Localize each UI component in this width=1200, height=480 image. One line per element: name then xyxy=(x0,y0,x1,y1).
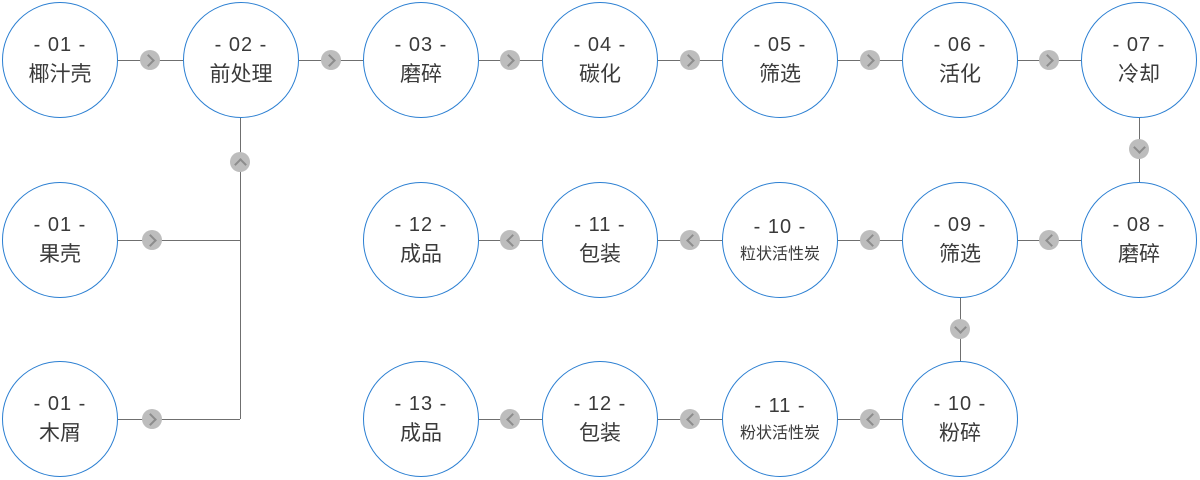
chevron-right-icon xyxy=(322,53,336,67)
node-label: 成品 xyxy=(400,242,442,266)
chevron-right-icon xyxy=(681,53,695,67)
chevron-left-icon xyxy=(505,233,519,247)
node-number: - 06 - xyxy=(933,33,987,56)
arrow-badge xyxy=(680,409,700,429)
arrow-badge xyxy=(1039,230,1059,250)
chevron-left-icon xyxy=(685,233,699,247)
arrow-badge xyxy=(950,319,970,339)
node-label: 碳化 xyxy=(579,62,621,86)
node-number: - 11 - xyxy=(574,213,626,236)
node-label: 椰汁壳 xyxy=(28,62,92,86)
node-number: - 01 - xyxy=(33,33,87,56)
node-number: - 11 - xyxy=(754,394,806,417)
node-label: 包装 xyxy=(579,242,621,266)
node-number: - 01 - xyxy=(33,392,87,415)
node-11-packaging: - 11 - 包装 xyxy=(542,182,658,298)
chevron-left-icon xyxy=(1044,233,1058,247)
node-label: 磨碎 xyxy=(1118,242,1160,266)
node-label: 粉碎 xyxy=(939,421,981,445)
node-number: - 08 - xyxy=(1112,213,1166,236)
connector-line xyxy=(118,240,240,241)
node-label: 粒状活性炭 xyxy=(739,245,820,263)
node-12-finished-product: - 12 - 成品 xyxy=(363,182,479,298)
node-label: 冷却 xyxy=(1118,62,1160,86)
node-01-nut-shell: - 01 - 果壳 xyxy=(2,182,118,298)
node-01-coconut-shell: - 01 - 椰汁壳 xyxy=(2,2,118,118)
node-label: 前处理 xyxy=(209,62,273,86)
node-08-grinding: - 08 - 磨碎 xyxy=(1081,182,1197,298)
chevron-left-icon xyxy=(865,233,879,247)
chevron-right-icon xyxy=(143,412,157,426)
node-11-powdered-activated-carbon: - 11 - 粉状活性炭 xyxy=(722,361,838,477)
chevron-right-icon xyxy=(143,233,157,247)
chevron-up-icon xyxy=(233,157,247,171)
arrow-badge xyxy=(142,409,162,429)
node-label: 筛选 xyxy=(759,62,801,86)
node-number: - 05 - xyxy=(753,33,807,56)
arrow-badge xyxy=(140,50,160,70)
node-label: 磨碎 xyxy=(400,62,442,86)
node-number: - 13 - xyxy=(394,392,448,415)
node-number: - 01 - xyxy=(33,213,87,236)
arrow-badge xyxy=(680,230,700,250)
connector-line-branch xyxy=(240,118,241,419)
node-number: - 03 - xyxy=(394,33,448,56)
arrow-badge xyxy=(860,409,880,429)
node-number: - 07 - xyxy=(1112,33,1166,56)
node-label: 果壳 xyxy=(39,242,81,266)
node-12-packaging: - 12 - 包装 xyxy=(542,361,658,477)
chevron-right-icon xyxy=(141,53,155,67)
arrow-badge xyxy=(1129,139,1149,159)
arrow-badge xyxy=(142,230,162,250)
chevron-down-icon xyxy=(1132,140,1146,154)
node-label: 木屑 xyxy=(39,421,81,445)
chevron-left-icon xyxy=(865,412,879,426)
node-06-activation: - 06 - 活化 xyxy=(902,2,1018,118)
arrow-badge xyxy=(860,230,880,250)
arrow-badge xyxy=(1039,50,1059,70)
node-13-finished-product: - 13 - 成品 xyxy=(363,361,479,477)
node-02-pretreatment: - 02 - 前处理 xyxy=(183,2,299,118)
node-label: 筛选 xyxy=(939,242,981,266)
node-01-sawdust: - 01 - 木屑 xyxy=(2,361,118,477)
node-09-screening: - 09 - 筛选 xyxy=(902,182,1018,298)
connector-line xyxy=(118,419,240,420)
arrow-badge xyxy=(230,152,250,172)
node-number: - 10 - xyxy=(753,215,807,238)
chevron-left-icon xyxy=(685,412,699,426)
node-label: 包装 xyxy=(579,421,621,445)
node-04-carbonization: - 04 - 碳化 xyxy=(542,2,658,118)
arrow-badge xyxy=(321,50,341,70)
node-07-cooling: - 07 - 冷却 xyxy=(1081,2,1197,118)
arrow-badge xyxy=(500,409,520,429)
chevron-left-icon xyxy=(505,412,519,426)
node-number: - 04 - xyxy=(573,33,627,56)
node-number: - 02 - xyxy=(214,33,268,56)
chevron-right-icon xyxy=(501,53,515,67)
node-10-crushing: - 10 - 粉碎 xyxy=(902,361,1018,477)
node-label: 粉状活性炭 xyxy=(739,424,820,442)
node-05-screening: - 05 - 筛选 xyxy=(722,2,838,118)
arrow-badge xyxy=(860,50,880,70)
node-label: 成品 xyxy=(400,421,442,445)
node-number: - 09 - xyxy=(933,213,987,236)
chevron-right-icon xyxy=(1040,53,1054,67)
node-03-grinding: - 03 - 磨碎 xyxy=(363,2,479,118)
node-number: - 12 - xyxy=(573,392,627,415)
node-number: - 12 - xyxy=(394,213,448,236)
chevron-right-icon xyxy=(861,53,875,67)
node-number: - 10 - xyxy=(933,392,987,415)
node-label: 活化 xyxy=(939,62,981,86)
arrow-badge xyxy=(680,50,700,70)
chevron-down-icon xyxy=(953,320,967,334)
node-10-granular-activated-carbon: - 10 - 粒状活性炭 xyxy=(722,182,838,298)
arrow-badge xyxy=(500,230,520,250)
arrow-badge xyxy=(500,50,520,70)
